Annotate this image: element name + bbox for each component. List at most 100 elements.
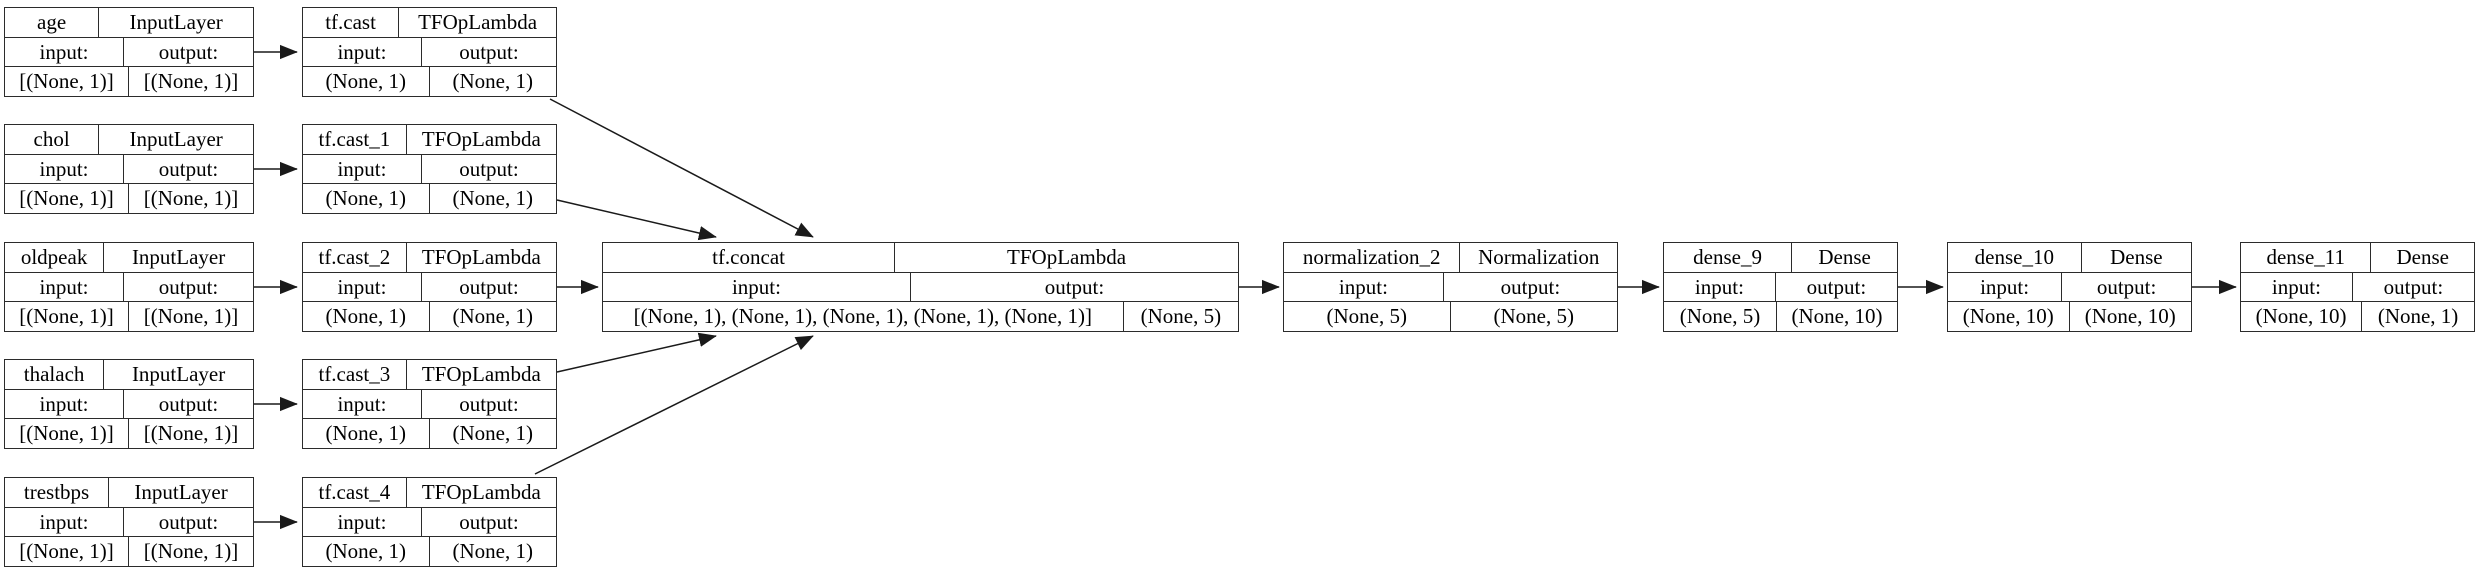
node-io-row: input: output: [1948,271,2191,302]
node-tf-cast: tf.cast TFOpLambda input: output: (None,… [302,7,557,97]
node-title-row: tf.concat TFOpLambda [603,243,1238,272]
node-io-row: input: output: [303,153,556,184]
input-shape: (None, 1) [303,302,430,332]
input-label: input: [5,507,125,537]
layer-name: tf.cast_3 [303,360,407,389]
layer-type: InputLayer [134,479,228,504]
output-shape: (None, 1) [452,539,533,564]
input-shape: (None, 1) [303,419,430,449]
input-label: input: [1948,272,2063,302]
input-shape: [(None, 1), (None, 1), (None, 1), (None,… [603,302,1124,332]
output-label: output: [2096,274,2157,299]
node-title-row: tf.cast TFOpLambda [303,8,556,37]
layer-type: InputLayer [131,361,226,386]
node-tf-cast-1: tf.cast_1 TFOpLambda input: output: (Non… [302,124,557,214]
node-shape-row: (None, 1) (None, 1) [303,183,556,214]
output-label: output: [2383,274,2444,299]
input-shape: (None, 5) [1664,302,1777,332]
layer-type: Dense [2396,244,2449,269]
node-io-row: input: output: [5,153,253,184]
node-title-row: dense_10 Dense [1948,243,2191,272]
layer-type: TFOpLambda [421,244,541,269]
node-shape-row: [(None, 1)] [(None, 1)] [5,301,253,332]
node-trestbps: trestbps InputLayer input: output: [(Non… [4,477,254,567]
input-label: input: [303,507,422,537]
layer-name: tf.cast_2 [303,243,407,272]
layer-name: normalization_2 [1284,243,1461,272]
edge-cast-to-concat [549,98,814,238]
node-io-row: input: output: [2241,271,2474,302]
output-shape: [(None, 1)] [143,186,239,211]
node-io-row: input: output: [5,271,253,302]
input-shape: (None, 1) [303,184,430,214]
layer-name: dense_11 [2241,243,2372,272]
input-label: input: [1284,272,1444,302]
node-shape-row: (None, 1) (None, 1) [303,418,556,449]
input-label: input: [2241,272,2353,302]
node-io-row: input: output: [303,388,556,419]
output-label: output: [158,156,219,181]
node-io-row: input: output: [1664,271,1897,302]
output-label: output: [459,391,519,416]
node-chol: chol InputLayer input: output: [(None, 1… [4,124,254,214]
node-dense-11: dense_11 Dense input: output: (None, 10)… [2240,242,2475,332]
layer-name: tf.cast [303,8,400,37]
layer-name: dense_9 [1664,243,1793,272]
layer-type: InputLayer [129,126,223,151]
layer-type: Dense [1818,244,1871,269]
node-title-row: thalach InputLayer [5,360,253,389]
output-shape: (None, 5) [1140,304,1222,329]
node-shape-row: [(None, 1)] [(None, 1)] [5,536,253,567]
node-title-row: chol InputLayer [5,125,253,154]
input-label: input: [5,37,125,67]
layer-name: thalach [5,360,105,389]
layer-type: TFOpLambda [418,9,538,34]
output-label: output: [158,391,219,416]
layer-name: oldpeak [5,243,105,272]
layer-type: TFOpLambda [1007,244,1127,269]
output-shape: (None, 1) [452,69,533,94]
node-title-row: tf.cast_4 TFOpLambda [303,478,556,507]
output-label: output: [1806,274,1867,299]
node-thalach: thalach InputLayer input: output: [(None… [4,359,254,449]
node-shape-row: (None, 5) (None, 5) [1284,301,1617,332]
node-title-row: oldpeak InputLayer [5,243,253,272]
layer-type: Normalization [1478,244,1600,269]
edge-cast4-to-concat [534,335,814,475]
layer-name: dense_10 [1948,243,2082,272]
node-io-row: input: output: [303,36,556,67]
output-shape: (None, 1) [452,186,533,211]
input-shape: (None, 1) [303,67,430,97]
node-tf-cast-3: tf.cast_3 TFOpLambda input: output: (Non… [302,359,557,449]
node-shape-row: [(None, 1)] [(None, 1)] [5,66,253,97]
layer-name: tf.concat [603,243,896,272]
node-shape-row: [(None, 1)] [(None, 1)] [5,418,253,449]
output-shape: [(None, 1)] [143,421,239,446]
node-shape-row: [(None, 1)] [(None, 1)] [5,183,253,214]
edge-cast1-to-concat [556,199,717,241]
input-label: input: [303,37,422,67]
node-shape-row: [(None, 1), (None, 1), (None, 1), (None,… [603,301,1238,332]
node-shape-row: (None, 10) (None, 1) [2241,301,2474,332]
node-io-row: input: output: [5,36,253,67]
node-io-row: input: output: [1284,271,1617,302]
input-label: input: [5,272,125,302]
layer-name: tf.cast_1 [303,125,407,154]
input-shape: [(None, 1)] [5,537,129,567]
input-label: input: [303,272,422,302]
node-title-row: age InputLayer [5,8,253,37]
output-label: output: [158,509,219,534]
output-shape: (None, 5) [1493,304,1574,329]
input-shape: [(None, 1)] [5,419,129,449]
edge-cast3-to-concat [556,332,717,373]
node-title-row: trestbps InputLayer [5,478,253,507]
node-io-row: input: output: [303,506,556,537]
layer-name: trestbps [5,478,110,507]
input-shape: (None, 5) [1284,302,1451,332]
layer-name: tf.cast_4 [303,478,407,507]
output-label: output: [459,39,519,64]
input-shape: (None, 10) [2241,302,2363,332]
node-dense-10: dense_10 Dense input: output: (None, 10)… [1947,242,2192,332]
output-label: output: [158,274,219,299]
